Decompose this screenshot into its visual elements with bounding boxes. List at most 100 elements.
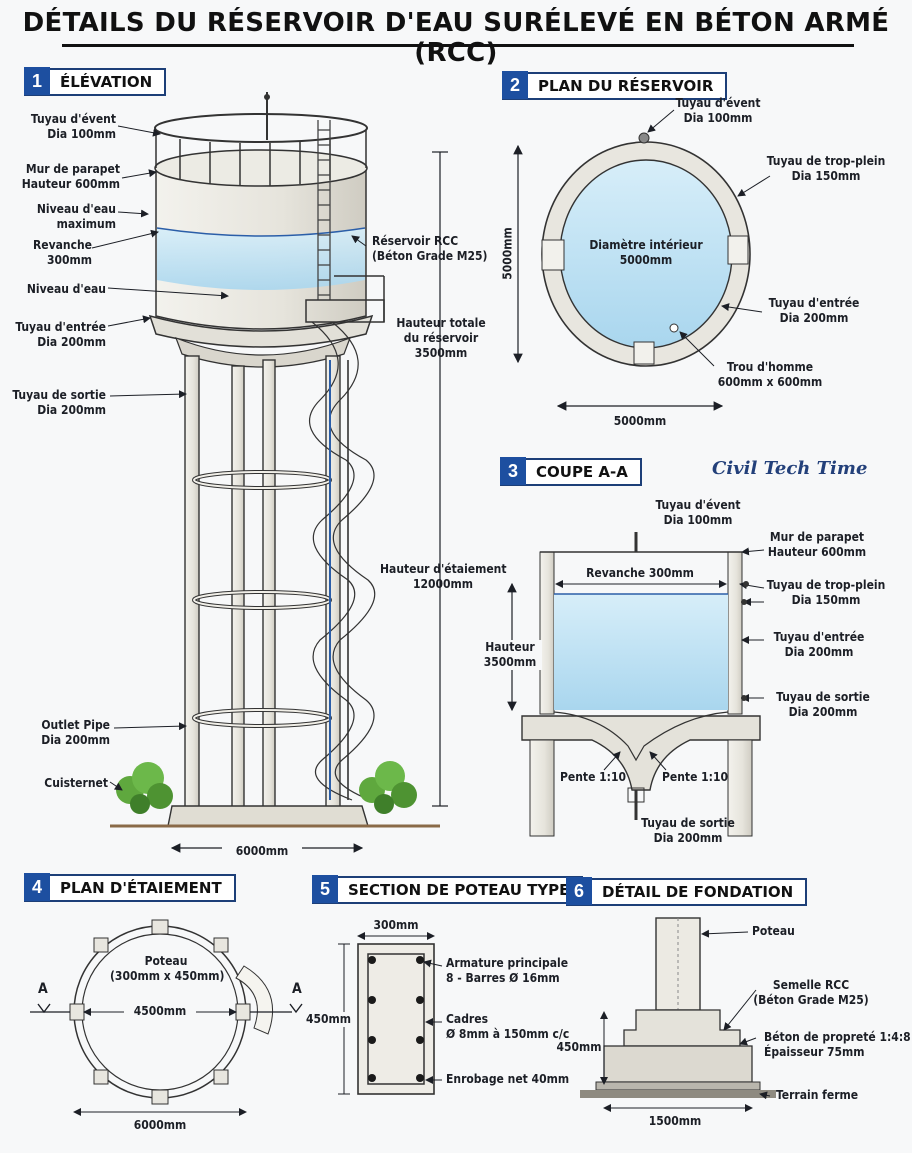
bracket-right bbox=[727, 235, 749, 265]
section-number: 2 bbox=[502, 71, 528, 99]
label-footing-depth: 450mm bbox=[556, 1040, 602, 1055]
label-footing: Semelle RCC(Béton Grade M25) bbox=[753, 978, 869, 1007]
right-wall bbox=[727, 551, 743, 715]
section-label: SECTION DE POTEAU TYPE bbox=[348, 881, 570, 899]
foundation-column bbox=[655, 917, 701, 1011]
label-freeboard-section: Revanche 300mm bbox=[586, 566, 694, 580]
column-outline bbox=[357, 943, 435, 1095]
section-header-section-aa: 3 COUPE A-A bbox=[500, 457, 642, 486]
support-left bbox=[529, 739, 555, 837]
ladder bbox=[317, 120, 331, 300]
shrub-right bbox=[359, 761, 417, 814]
vent-pipe-plan bbox=[638, 132, 650, 144]
label-water-level: Niveau d'eau bbox=[26, 282, 106, 296]
top-railing bbox=[154, 113, 368, 143]
stair-plan bbox=[235, 965, 274, 1035]
section-number: 5 bbox=[312, 875, 338, 903]
bracket-left bbox=[541, 239, 565, 271]
foundation-drawing bbox=[580, 917, 776, 1112]
footing-base bbox=[603, 1045, 753, 1083]
bracing-rings bbox=[192, 470, 332, 728]
section-label: COUPE A-A bbox=[536, 463, 628, 481]
tank-top-rim bbox=[154, 149, 368, 187]
stirrup-tie bbox=[367, 953, 425, 1085]
spiral-staircase bbox=[309, 321, 376, 801]
section-water bbox=[554, 594, 728, 710]
section-aa-drawing bbox=[507, 532, 765, 837]
tank-cone bbox=[174, 336, 352, 368]
title-underline bbox=[62, 44, 854, 47]
page-title: DÉTAILS DU RÉSERVOIR D'EAU SURÉLEVÉ EN B… bbox=[22, 8, 890, 68]
column-section-drawing bbox=[338, 932, 443, 1095]
elevation-drawing bbox=[91, 92, 448, 853]
shrub-left bbox=[116, 762, 173, 814]
label-foundation-column: Poteau bbox=[752, 924, 795, 938]
label-inner-dim: 4500mm bbox=[124, 1004, 196, 1019]
label-column-width: 300mm bbox=[373, 918, 419, 932]
label-slope-left: Pente 1:10 bbox=[560, 770, 627, 784]
support-right bbox=[727, 739, 753, 837]
label-cover: Enrobage net 40mm bbox=[446, 1072, 570, 1086]
section-number: 3 bbox=[500, 457, 526, 485]
section-number: 1 bbox=[24, 67, 50, 95]
tank-plan-drawing bbox=[513, 109, 771, 411]
foundation-leaders bbox=[701, 929, 771, 1100]
staging-columns bbox=[184, 355, 341, 809]
tank-water-band bbox=[157, 228, 365, 290]
max-water-line bbox=[156, 227, 366, 237]
label-ground: Terrain ferme bbox=[776, 1088, 859, 1102]
label-column-plan: Poteau(300mm x 450mm) bbox=[110, 954, 225, 983]
label-cistern: Cuisternet bbox=[44, 776, 108, 790]
brand-logo-text: Civil Tech Time bbox=[712, 458, 868, 479]
base-plinth bbox=[167, 805, 369, 827]
section-label: PLAN DU RÉSERVOIR bbox=[538, 77, 714, 95]
label-column-height: 450mm bbox=[306, 1012, 352, 1027]
tank-plan-leaders bbox=[647, 109, 771, 367]
section-header-elevation: 1 ÉLÉVATION bbox=[24, 67, 167, 96]
tank-bottom-ring bbox=[148, 314, 374, 348]
section-number: 4 bbox=[24, 873, 50, 901]
label-outer-dim: 6000mm bbox=[133, 1118, 187, 1132]
manhole-mark bbox=[669, 323, 679, 333]
label-base-width: 6000mm bbox=[222, 844, 302, 859]
vent-cap bbox=[264, 94, 270, 100]
hopper-bottom bbox=[521, 715, 761, 791]
pcc-layer bbox=[595, 1081, 761, 1091]
footing-step bbox=[623, 1009, 741, 1047]
label-plan-horizontal-dim: 5000mm bbox=[613, 414, 667, 428]
section-label: ÉLÉVATION bbox=[60, 73, 153, 91]
label-cut-a-right: A bbox=[292, 981, 302, 997]
section-header-staging-plan: 4 PLAN D'ÉTAIEMENT bbox=[24, 873, 236, 902]
section-header-foundation: 6 DÉTAIL DE FONDATION bbox=[566, 877, 808, 906]
label-rcc-tank: Réservoir RCC(Béton Grade M25) bbox=[372, 234, 488, 263]
section-label: PLAN D'ÉTAIEMENT bbox=[60, 879, 222, 897]
column-leaders bbox=[423, 959, 443, 1084]
column-blocks bbox=[69, 919, 251, 1105]
label-plan-vertical-dim: 5000mm bbox=[500, 227, 515, 280]
main-rebars bbox=[368, 956, 424, 1082]
label-slope-right: Pente 1:10 bbox=[662, 770, 729, 784]
section-header-tank-plan: 2 PLAN DU RÉSERVOIR bbox=[502, 71, 728, 100]
